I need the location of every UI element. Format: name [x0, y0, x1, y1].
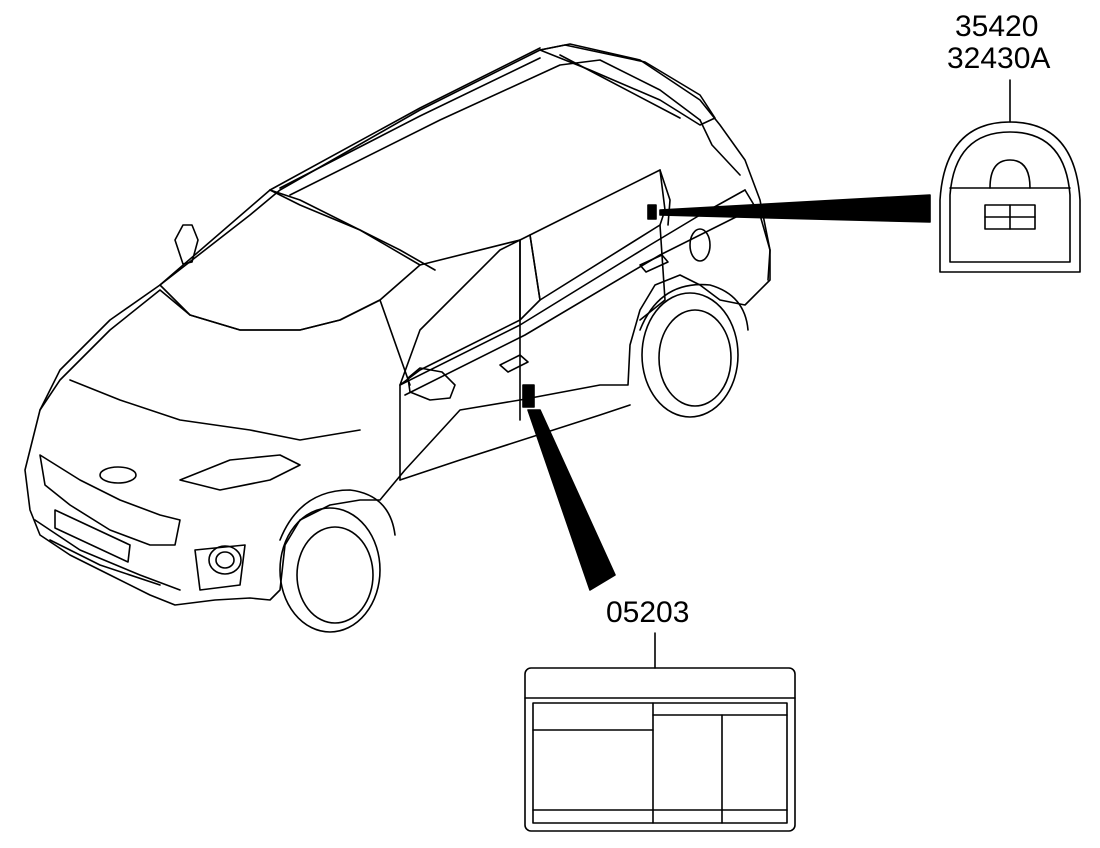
pillar-label-leader — [527, 409, 616, 591]
part-number-32430A[interactable]: 32430A — [947, 42, 1051, 75]
pillar-label-marker — [522, 384, 535, 408]
fuel-label-marker — [647, 204, 657, 220]
fuel-door — [689, 228, 711, 262]
tire-pressure-label-icon — [524, 632, 796, 832]
fuel-label-leader — [659, 194, 931, 223]
suv-vehicle-illustration — [24, 43, 771, 633]
part-number-05203[interactable]: 05203 — [606, 596, 690, 629]
fuel-filler-label-icon — [939, 79, 1081, 273]
part-number-35420[interactable]: 35420 — [955, 10, 1039, 43]
rear-wheel — [639, 283, 749, 418]
front-wheel — [279, 489, 396, 633]
